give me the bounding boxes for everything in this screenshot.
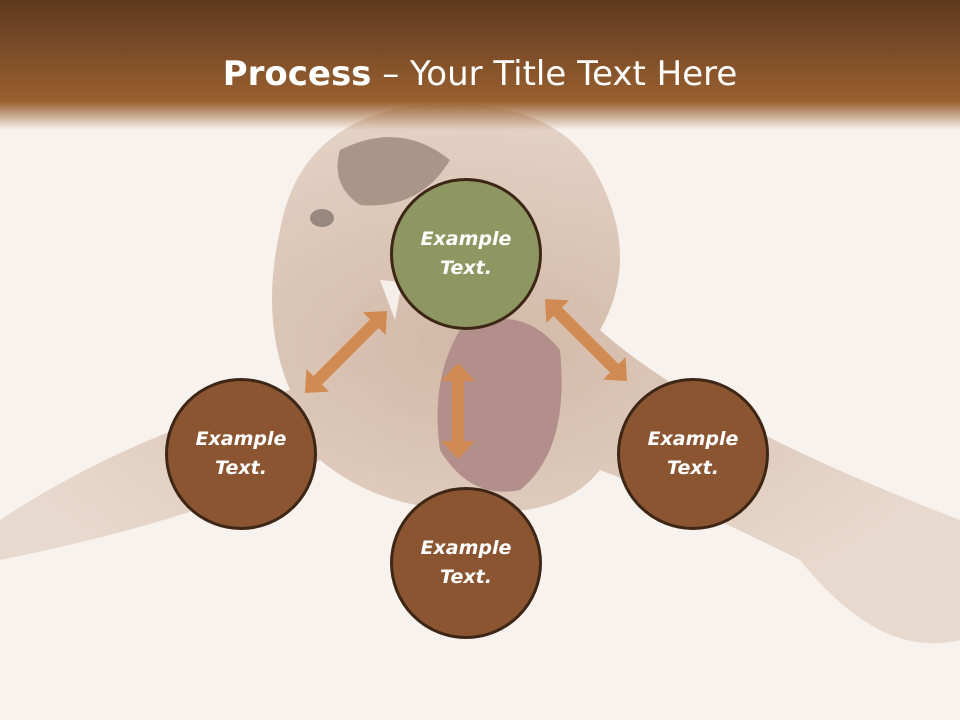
double-arrow-left bbox=[304, 310, 388, 394]
double-arrow-right bbox=[544, 298, 628, 382]
title-rest: – Your Title Text Here bbox=[371, 54, 738, 94]
title-bold: Process bbox=[222, 54, 372, 94]
node-right[interactable]: Example Text. bbox=[617, 378, 769, 530]
slide-title: Process – Your Title Text Here bbox=[0, 52, 960, 96]
double-arrow-center bbox=[441, 363, 475, 459]
node-top[interactable]: Example Text. bbox=[390, 178, 542, 330]
title-band bbox=[0, 0, 960, 130]
node-bottom[interactable]: Example Text. bbox=[390, 487, 542, 639]
node-right-label: Example Text. bbox=[647, 428, 739, 479]
node-top-label: Example Text. bbox=[420, 228, 512, 279]
node-bottom-label: Example Text. bbox=[420, 537, 512, 588]
node-left[interactable]: Example Text. bbox=[165, 378, 317, 530]
node-left-label: Example Text. bbox=[195, 428, 287, 479]
